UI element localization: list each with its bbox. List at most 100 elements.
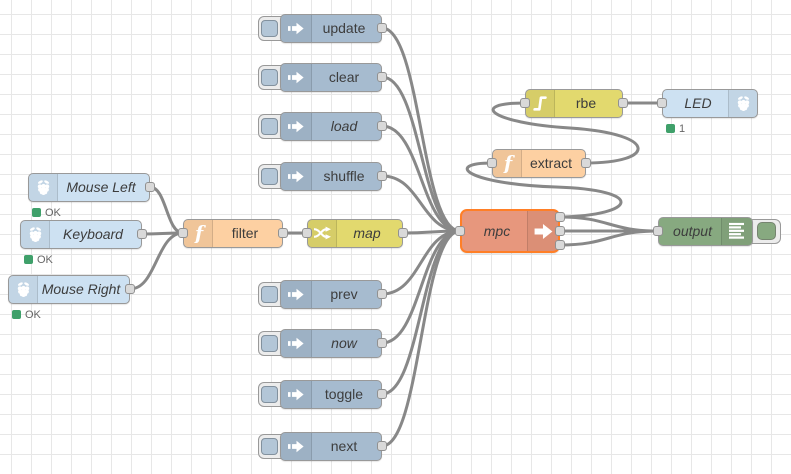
wire-toggle-to-mpc[interactable] [380,229,462,396]
inject-button[interactable] [261,167,278,185]
port-input-mpc[interactable] [455,226,465,236]
port-output-toggle-0[interactable] [377,389,387,399]
node-label: mpc [483,223,511,239]
status-badge: OK [24,254,53,266]
wire-mouse-right-to-filter[interactable] [128,231,185,291]
node-label: next [330,438,358,454]
port-input-led[interactable] [657,98,667,108]
node-load[interactable]: load [280,111,382,141]
wire-load-to-mpc[interactable] [380,124,462,233]
wire-mpc-to-output[interactable] [558,215,660,233]
inject-button[interactable] [261,19,278,37]
node-update[interactable]: update [280,13,382,43]
port-output-now-0[interactable] [377,338,387,348]
svg-text:f: f [193,224,206,243]
port-input-filter[interactable] [178,228,188,238]
wire-shuffle-to-mpc[interactable] [380,174,462,233]
node-rbe[interactable]: rbe [525,88,623,118]
node-label: rbe [575,95,597,111]
svg-text:f: f [502,154,515,173]
node-label: extract [529,155,572,171]
status-dot-icon [666,124,675,133]
node-prev[interactable]: prev [280,279,382,309]
port-output-mpc-0[interactable] [555,212,565,222]
inject-button[interactable] [261,385,278,403]
node-label: prev [330,286,358,302]
node-label: LED [684,95,712,111]
port-output-clear-0[interactable] [377,72,387,82]
function-icon: f [493,149,522,177]
port-output-mpc-2[interactable] [555,240,565,250]
raspberry-pi-icon [21,220,50,248]
port-output-keyboard-0[interactable] [137,229,147,239]
node-map[interactable]: map [307,218,403,248]
status-badge: OK [12,309,41,321]
node-clear[interactable]: clear [280,62,382,92]
wire-now-to-mpc[interactable] [380,229,462,345]
node-led[interactable]: LED [662,88,758,118]
inject-arrow-icon [281,14,312,42]
port-output-load-0[interactable] [377,121,387,131]
node-mpc[interactable]: mpc [460,209,560,253]
node-label: Keyboard [63,226,123,242]
port-output-rbe-0[interactable] [618,98,628,108]
node-shuffle[interactable]: shuffle [280,161,382,191]
node-label: now [331,335,357,351]
port-output-map-0[interactable] [398,228,408,238]
inject-button[interactable] [261,285,278,303]
status-text: OK [25,308,41,321]
raspberry-pi-icon [728,89,757,117]
node-toggle[interactable]: toggle [280,379,382,409]
node-keyboard[interactable]: Keyboard [20,219,142,249]
node-mouse-left[interactable]: Mouse Left [28,172,150,202]
port-output-mpc-1[interactable] [555,226,565,236]
node-label: shuffle [323,168,365,184]
node-label: Mouse Left [66,179,136,195]
wire-mpc-to-extract[interactable] [466,161,623,219]
port-output-mouse-right-0[interactable] [125,284,135,294]
inject-arrow-icon [281,162,312,190]
inject-arrow-icon [281,380,312,408]
status-badge: 1 [666,123,685,135]
status-text: OK [45,206,61,219]
port-output-shuffle-0[interactable] [377,171,387,181]
port-input-rbe[interactable] [520,98,530,108]
raspberry-pi-icon [29,173,58,201]
port-input-map[interactable] [302,228,312,238]
wire-extract-to-rbe[interactable] [491,101,640,165]
status-dot-icon [24,255,33,264]
port-output-mouse-left-0[interactable] [145,182,155,192]
node-mouse-right[interactable]: Mouse Right [8,274,130,304]
status-text: 1 [679,122,686,135]
status-dot-icon [12,310,21,319]
raspberry-pi-icon [9,275,38,303]
node-output[interactable]: output [658,216,753,246]
port-input-output[interactable] [653,226,663,236]
inject-button[interactable] [261,68,278,86]
node-next[interactable]: next [280,431,382,461]
wire-update-to-mpc[interactable] [380,26,462,233]
inject-button[interactable] [261,437,278,455]
wire-clear-to-mpc[interactable] [380,75,462,233]
port-output-extract-0[interactable] [581,158,591,168]
wire-next-to-mpc[interactable] [380,229,462,448]
node-label: update [322,20,366,36]
node-extract[interactable]: f extract [492,148,586,178]
node-label: toggle [324,386,364,402]
wire-mpc-to-output[interactable] [558,229,660,247]
node-label: output [673,223,712,239]
port-output-filter-0[interactable] [278,228,288,238]
inject-button[interactable] [261,334,278,352]
inject-arrow-icon [281,432,312,460]
inject-arrow-icon [281,329,312,357]
port-input-extract[interactable] [487,158,497,168]
port-output-update-0[interactable] [377,23,387,33]
node-now[interactable]: now [280,328,382,358]
port-output-prev-0[interactable] [377,289,387,299]
wire-mouse-left-to-filter[interactable] [148,185,185,235]
inject-button[interactable] [261,117,278,135]
port-output-next-0[interactable] [377,441,387,451]
debug-toggle-button[interactable] [757,222,776,240]
